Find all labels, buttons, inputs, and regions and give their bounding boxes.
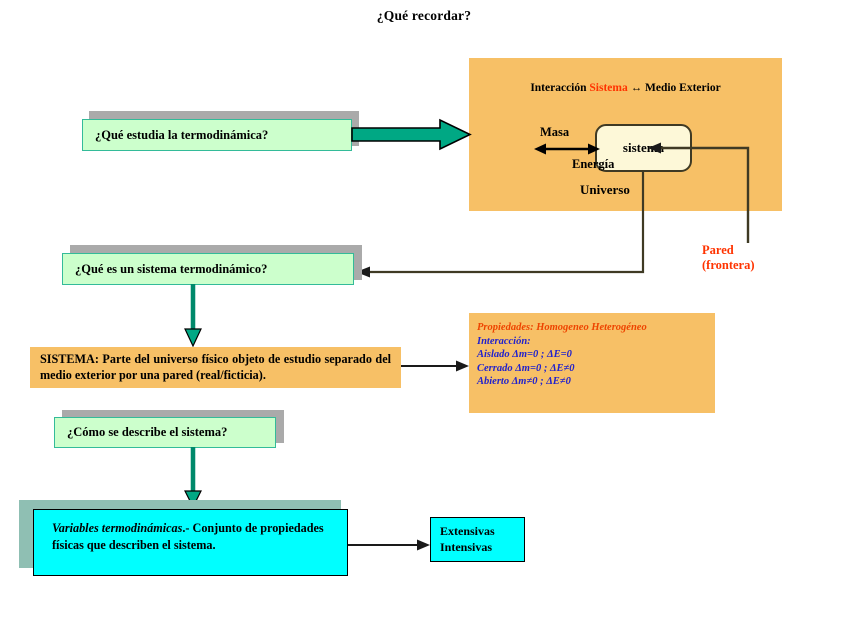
variables-term: Variables termodinámicas [52, 521, 183, 535]
sistema-box-label: sistema [622, 140, 665, 155]
heading-medio-exterior-text: Medio Exterior [645, 82, 721, 94]
q2-label: ¿Qué es un sistema termodinámico? [75, 261, 268, 276]
q3-label: ¿Cómo se describe el sistema? [67, 425, 228, 439]
heading-sistema-highlight: Sistema [589, 82, 628, 94]
q2-to-definition-arrow [184, 284, 202, 348]
variables-text: .- Conjunto de propiedades físicas que d… [52, 521, 324, 552]
properties-panel: Propiedades: Homogeneo Heterogéneo Inter… [469, 313, 715, 413]
wall-connector-arrow [648, 142, 750, 243]
system-definition-term: SISTEMA: [40, 352, 99, 366]
properties-line-5: Abierto Δm≠0 ; ΔE≠0 [477, 376, 571, 387]
mass-energy-exchange-arrow-icon [534, 143, 600, 155]
q1-box[interactable]: ¿Qué estudia la termodinámica? [82, 119, 352, 151]
q3-box[interactable]: ¿Cómo se describe el sistema? [54, 417, 276, 448]
wall-label-line2: (frontera) [702, 258, 755, 272]
system-definition-box: SISTEMA: Parte del universo físico objet… [30, 347, 401, 388]
variables-to-classification-arrow [348, 539, 430, 551]
properties-line-2: Interacción: [477, 335, 531, 347]
heading-double-arrow-icon: ↔ [630, 82, 643, 94]
label-universo: Universo [580, 182, 630, 197]
q1-label: ¿Qué estudia la termodinámica? [95, 127, 269, 142]
definition-to-properties-arrow [401, 360, 469, 372]
q1-to-panel-block-arrow [351, 118, 472, 151]
wall-label: Pared (frontera) [702, 243, 755, 273]
heading-interaccion-text: Interacción [530, 82, 587, 94]
q2-box[interactable]: ¿Qué es un sistema termodinámico? [62, 253, 354, 285]
label-masa: Masa [540, 125, 570, 139]
variables-box: Variables termodinámicas.- Conjunto de p… [33, 509, 348, 576]
properties-line-1: Propiedades: Homogeneo Heterogéneo [477, 322, 647, 333]
q3-to-variables-arrow [184, 447, 202, 509]
system-definition-text: Parte del universo físico objeto de estu… [40, 352, 391, 382]
wall-label-line1: Pared [702, 243, 734, 257]
universe-to-q2-connector-arrow [356, 170, 645, 278]
label-energia: Energía [572, 157, 615, 171]
properties-line-4: Cerrado Δm=0 ; ΔE≠0 [477, 362, 575, 374]
classification-line-1: Extensivas [440, 524, 495, 538]
classification-box: Extensivas Intensivas [430, 517, 525, 562]
properties-line-3: Aislado Δm=0 ; ΔE=0 [477, 349, 572, 360]
classification-line-2: Intensivas [440, 540, 493, 554]
interaction-panel-heading: Interacción Sistema ↔ Medio Exterior [469, 82, 782, 94]
page-title: ¿Qué recordar? [376, 8, 472, 23]
